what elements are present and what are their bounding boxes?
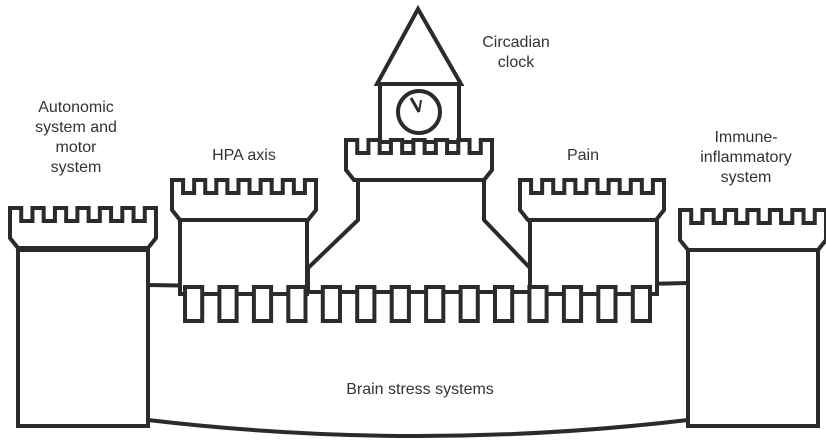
wall-merlon — [633, 287, 650, 321]
wall-merlon — [461, 287, 478, 321]
autonomic-label: Autonomic system and motor system — [16, 98, 136, 178]
spire — [377, 9, 461, 84]
wall-merlon — [392, 287, 409, 321]
hpa-tower-body — [180, 218, 307, 294]
clock-icon — [398, 91, 440, 133]
right-tower-body — [688, 250, 818, 426]
pain-label: Pain — [538, 146, 628, 166]
pain-tower-crown — [520, 180, 664, 220]
wall-merlon — [288, 287, 305, 321]
wall-merlon — [529, 287, 546, 321]
wall-merlon — [495, 287, 512, 321]
wall-merlon — [185, 287, 202, 321]
wall-merlon — [219, 287, 236, 321]
central-tower-body — [308, 180, 530, 292]
wall-merlon — [426, 287, 443, 321]
pain-tower-body — [530, 218, 657, 294]
wall-merlon — [254, 287, 271, 321]
wall-merlon — [357, 287, 374, 321]
wall-merlon — [564, 287, 581, 321]
hpa-tower-crown — [172, 180, 316, 220]
autonomic-tower-crown — [10, 208, 156, 248]
central-tower-crown — [346, 140, 492, 180]
circadian-label: Circadian clock — [466, 33, 566, 73]
immune-tower-crown — [680, 210, 826, 250]
base-label: Brain stress systems — [300, 380, 540, 400]
wall-merlon — [598, 287, 615, 321]
left-tower-body — [18, 250, 148, 426]
immune-label: Immune- inflammatory system — [686, 128, 806, 188]
hpa-label: HPA axis — [184, 146, 304, 166]
wall-merlon — [323, 287, 340, 321]
